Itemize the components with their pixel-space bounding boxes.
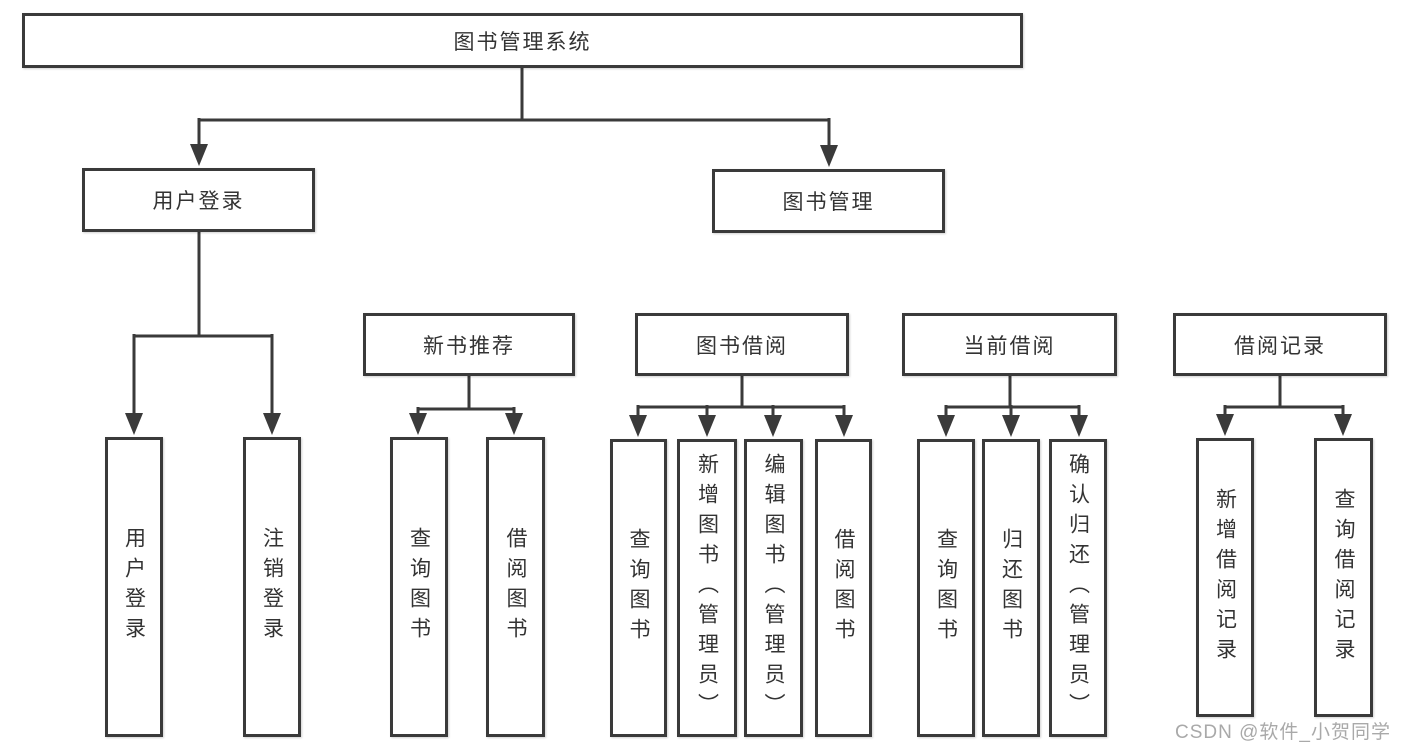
leaf-query-book-recommend-label: 查询图书 bbox=[407, 527, 431, 647]
watermark: CSDN @软件_小贺同学 bbox=[1175, 722, 1391, 743]
leaf-return-book-label: 归还图书 bbox=[999, 528, 1023, 648]
leaf-logout-label: 注销登录 bbox=[260, 527, 284, 647]
leaf-query-book-current-label: 查询图书 bbox=[934, 528, 958, 648]
node-book-borrow: 图书借阅 bbox=[635, 313, 849, 376]
leaf-query-book-borrow: 查询图书 bbox=[610, 439, 667, 737]
leaf-add-borrow-record-label: 新增借阅记录 bbox=[1213, 487, 1237, 668]
leaf-borrow-book-label: 借阅图书 bbox=[832, 528, 855, 648]
leaf-add-book-admin: 新增图书（管理员） bbox=[677, 439, 737, 737]
leaf-query-book-current: 查询图书 bbox=[917, 439, 975, 737]
leaf-query-book-borrow-label: 查询图书 bbox=[627, 528, 650, 648]
leaf-confirm-return-admin-label: 确认归还（管理员） bbox=[1066, 453, 1090, 723]
node-book-management-label: 图书管理 bbox=[782, 191, 875, 214]
leaf-user-login-label: 用户登录 bbox=[122, 527, 146, 647]
leaf-add-book-admin-label: 新增图书（管理员） bbox=[695, 453, 719, 723]
leaf-borrow-book-recommend-label: 借阅图书 bbox=[504, 527, 527, 647]
leaf-user-login: 用户登录 bbox=[105, 437, 163, 737]
node-root: 图书管理系统 bbox=[22, 13, 1023, 68]
node-new-book-recommend-label: 新书推荐 bbox=[423, 334, 515, 358]
leaf-logout: 注销登录 bbox=[243, 437, 301, 737]
leaf-query-borrow-record-label: 查询借阅记录 bbox=[1332, 487, 1355, 668]
node-current-borrow: 当前借阅 bbox=[902, 313, 1117, 376]
node-borrow-records-label: 借阅记录 bbox=[1234, 334, 1326, 358]
node-root-label: 图书管理系统 bbox=[453, 30, 592, 54]
leaf-return-book: 归还图书 bbox=[982, 439, 1040, 737]
node-book-management: 图书管理 bbox=[712, 169, 945, 233]
leaf-add-borrow-record: 新增借阅记录 bbox=[1196, 438, 1254, 717]
leaf-borrow-book-recommend: 借阅图书 bbox=[486, 437, 545, 737]
leaf-edit-book-admin: 编辑图书（管理员） bbox=[744, 439, 803, 737]
leaf-query-borrow-record: 查询借阅记录 bbox=[1314, 438, 1373, 717]
leaf-confirm-return-admin: 确认归还（管理员） bbox=[1049, 439, 1107, 737]
leaf-query-book-recommend: 查询图书 bbox=[390, 437, 448, 737]
leaf-edit-book-admin-label: 编辑图书（管理员） bbox=[762, 453, 785, 723]
node-new-book-recommend: 新书推荐 bbox=[363, 313, 575, 376]
node-user-login-label: 用户登录 bbox=[152, 190, 245, 213]
node-borrow-records: 借阅记录 bbox=[1173, 313, 1387, 376]
node-book-borrow-label: 图书借阅 bbox=[696, 334, 788, 358]
leaf-borrow-book: 借阅图书 bbox=[815, 439, 872, 737]
node-current-borrow-label: 当前借阅 bbox=[963, 334, 1056, 358]
node-user-login: 用户登录 bbox=[82, 168, 315, 232]
